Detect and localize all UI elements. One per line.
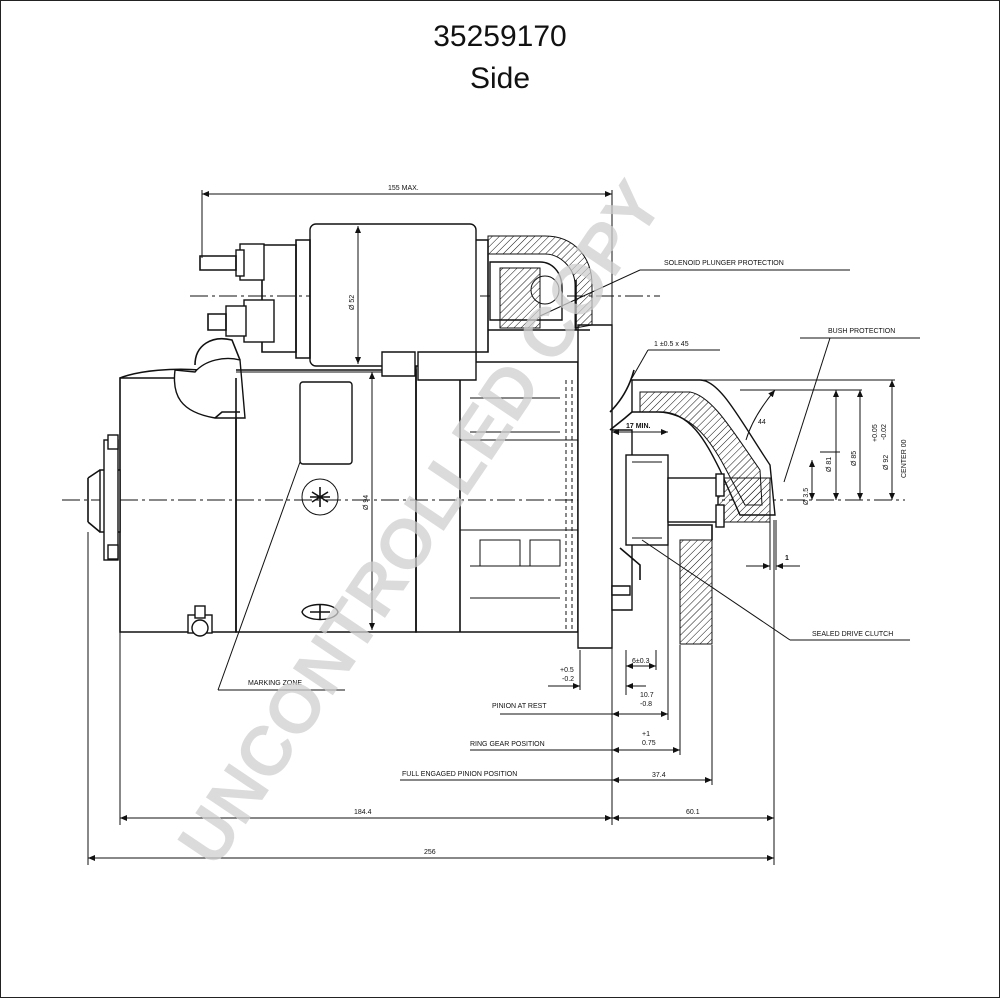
tol-05-plus-label: +0.5 (560, 667, 574, 674)
tol-minus-label: -0.02 (881, 424, 888, 440)
tol-05-minus-label: -0.2 (562, 676, 574, 683)
callout-plunger-protection: SOLENOID PLUNGER PROTECTION (539, 260, 850, 317)
dim-lower-chain: +0.5 -0.2 6±0.3 PINION AT REST 10.7 -0.8… (87, 325, 775, 865)
callout-chamfer: 1 ±0.5 x 45 (631, 341, 720, 379)
full-engaged-label: FULL ENGAGED PINION POSITION (402, 771, 517, 778)
dim-81-label: Ø 81 (826, 457, 833, 472)
marking-zone-label: MARKING ZONE (248, 680, 302, 687)
bush-protection-label: BUSH PROTECTION (828, 328, 895, 335)
two-fifty-six-label: 256 (424, 849, 436, 856)
ten-seven-label: 10.7 (640, 692, 654, 699)
one-eighty-four-label: 184.4 (354, 809, 372, 816)
pinion-at-rest-label: PINION AT REST (492, 703, 547, 710)
view-name-title: Side (469, 62, 531, 95)
dim-35-label: Ø 3.5 (803, 488, 810, 505)
dim-1-label: 1 (785, 555, 789, 562)
thirty-seven-label: 37.4 (652, 772, 666, 779)
dim-right-diameters: Ø 81 Ø 85 Ø 92 +0.05 -0.02 CENTER 00 Ø 3… (700, 379, 908, 505)
dim-155-max: 155 MAX. (201, 185, 613, 325)
callout-sealed-drive-clutch: SEALED DRIVE CLUTCH (641, 539, 910, 641)
dim-85-label: Ø 85 (851, 451, 858, 466)
plunger-protection-label: SOLENOID PLUNGER PROTECTION (664, 260, 784, 267)
dim-solenoid-dia: Ø 52 (349, 226, 361, 364)
terminal-boot (173, 338, 246, 419)
plus-one-tol-label: 0.75 (642, 740, 656, 747)
six-label: 6±0.3 (632, 658, 650, 665)
angle-label: 44 (758, 419, 766, 426)
callout-bush-protection: BUSH PROTECTION (783, 328, 920, 483)
drive-end-housing (415, 324, 633, 649)
center-label: CENTER 00 (901, 439, 908, 478)
dim-92-label: Ø 92 (883, 455, 890, 470)
plunger-protection-cap (487, 235, 593, 331)
nose-housing (609, 369, 776, 645)
dim-angle: 44 (745, 389, 776, 441)
sixty-label: 60.1 (686, 809, 700, 816)
ring-gear-position-label: RING GEAR POSITION (470, 741, 545, 748)
dim-one: 1 (746, 520, 800, 570)
dim-155-label: 155 MAX. (388, 185, 419, 192)
part-number-title: 35259170 (433, 20, 567, 53)
bottom-bolt (187, 605, 213, 637)
plus-one-label: +1 (642, 731, 650, 738)
dim-body-dia: Ø 94 (363, 372, 375, 630)
dim-52-label: Ø 52 (349, 295, 356, 310)
tol-plus-label: +0.05 (872, 424, 879, 442)
dim-94-label: Ø 94 (363, 495, 370, 510)
callout-marking-zone: MARKING ZONE (217, 461, 345, 691)
chamfer-label: 1 ±0.5 x 45 (654, 341, 689, 348)
ten-seven-tol-label: -0.8 (640, 701, 652, 708)
dim-17-min: 17 MIN. (612, 423, 668, 435)
min-17-label: 17 MIN. (626, 423, 651, 430)
sealed-drive-clutch-label: SEALED DRIVE CLUTCH (812, 631, 893, 638)
solenoid (199, 223, 489, 381)
